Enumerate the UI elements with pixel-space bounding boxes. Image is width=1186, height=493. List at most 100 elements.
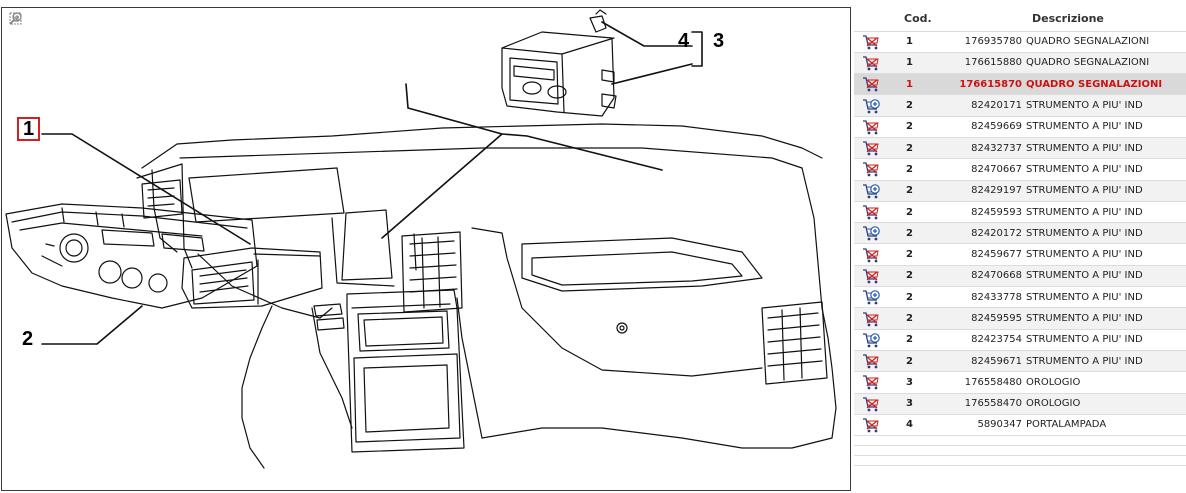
row-cart-cell[interactable]: [854, 137, 888, 160]
row-cart-cell[interactable]: [854, 350, 888, 373]
row-description: STRUMENTO A PIU' IND: [1026, 116, 1186, 138]
row-description: STRUMENTO A PIU' IND: [1026, 307, 1186, 330]
row-cart-cell[interactable]: [854, 265, 888, 288]
row-cart-cell[interactable]: [854, 94, 888, 117]
row-cart-cell[interactable]: [854, 52, 888, 75]
callout-4[interactable]: 4: [678, 30, 690, 52]
row-cod: 1: [888, 31, 922, 53]
cart-remove-icon[interactable]: [862, 204, 880, 220]
cart-remove-icon[interactable]: [862, 140, 880, 156]
row-cart-cell[interactable]: [854, 116, 888, 138]
row-cart-cell[interactable]: [854, 329, 888, 351]
row-cod: 2: [888, 201, 922, 224]
row-cart-cell[interactable]: [854, 73, 888, 96]
header-icon: [854, 7, 888, 32]
row-description: STRUMENTO A PIU' IND: [1026, 180, 1186, 202]
cart-add-icon[interactable]: [862, 183, 880, 199]
row-cart-cell[interactable]: [854, 31, 888, 53]
row-description: STRUMENTO A PIU' IND: [1026, 243, 1186, 266]
row-part-number: 82459671: [922, 350, 1026, 373]
cart-remove-icon[interactable]: [862, 119, 880, 135]
row-cart-cell[interactable]: [854, 201, 888, 224]
callout-2[interactable]: 2: [22, 328, 34, 350]
row-description: STRUMENTO A PIU' IND: [1026, 201, 1186, 224]
row-cod: 2: [888, 116, 922, 138]
cart-remove-icon[interactable]: [862, 161, 880, 177]
cart-remove-icon[interactable]: [862, 247, 880, 263]
empty-row: [854, 445, 1186, 457]
cart-remove-icon[interactable]: [862, 55, 880, 71]
row-cod: 2: [888, 180, 922, 202]
cart-remove-icon[interactable]: [862, 76, 880, 92]
row-cod: 2: [888, 158, 922, 181]
cart-remove-icon[interactable]: [862, 374, 880, 390]
row-cod: 1: [888, 52, 922, 75]
cart-remove-icon[interactable]: [862, 268, 880, 284]
row-part-number: 176558480: [922, 371, 1026, 394]
callout-1[interactable]: 1: [17, 117, 41, 141]
cart-remove-icon[interactable]: [862, 417, 880, 433]
row-cart-cell[interactable]: [854, 286, 888, 309]
cart-remove-icon[interactable]: [862, 353, 880, 369]
callout-leaders: [41, 21, 703, 345]
cart-remove-icon[interactable]: [862, 34, 880, 50]
row-description: STRUMENTO A PIU' IND: [1026, 137, 1186, 160]
row-cart-cell[interactable]: [854, 307, 888, 330]
row-cod: 2: [888, 307, 922, 330]
row-description: PORTALAMPADA: [1026, 414, 1186, 437]
row-part-number: 82423754: [922, 329, 1026, 351]
cart-add-icon[interactable]: [862, 98, 880, 114]
row-cart-cell[interactable]: [854, 414, 888, 437]
row-cart-cell[interactable]: [854, 222, 888, 245]
callout-3[interactable]: 3: [713, 30, 725, 52]
dashboard-outline: [136, 123, 837, 469]
row-cod: 2: [888, 222, 922, 245]
cart-add-icon[interactable]: [862, 332, 880, 348]
header-cod[interactable]: Cod.: [888, 7, 932, 32]
cart-add-icon[interactable]: [862, 225, 880, 241]
cart-add-icon[interactable]: [862, 289, 880, 305]
row-cart-cell[interactable]: [854, 393, 888, 415]
empty-cell: [854, 445, 1186, 457]
row-cod: 1: [888, 73, 922, 96]
exploded-view-diagram[interactable]: 1 2 3 4: [1, 7, 851, 491]
row-description: STRUMENTO A PIU' IND: [1026, 350, 1186, 373]
row-cart-cell[interactable]: [854, 180, 888, 202]
empty-cell: [854, 435, 1186, 447]
row-cart-cell[interactable]: [854, 243, 888, 266]
row-cod: 2: [888, 137, 922, 160]
row-part-number: 82420172: [922, 222, 1026, 245]
row-cart-cell[interactable]: [854, 371, 888, 394]
row-part-number: 176558470: [922, 393, 1026, 415]
header-descrizione[interactable]: Descrizione: [1026, 7, 1186, 32]
row-description: OROLOGIO: [1026, 393, 1186, 415]
row-part-number: 5890347: [922, 414, 1026, 437]
cart-remove-icon[interactable]: [862, 311, 880, 327]
row-cart-cell[interactable]: [854, 158, 888, 181]
row-description: QUADRO SEGNALAZIONI: [1026, 31, 1186, 53]
row-part-number: 82459669: [922, 116, 1026, 138]
cart-remove-icon[interactable]: [862, 396, 880, 412]
zoom-out-icon[interactable]: [8, 12, 24, 25]
